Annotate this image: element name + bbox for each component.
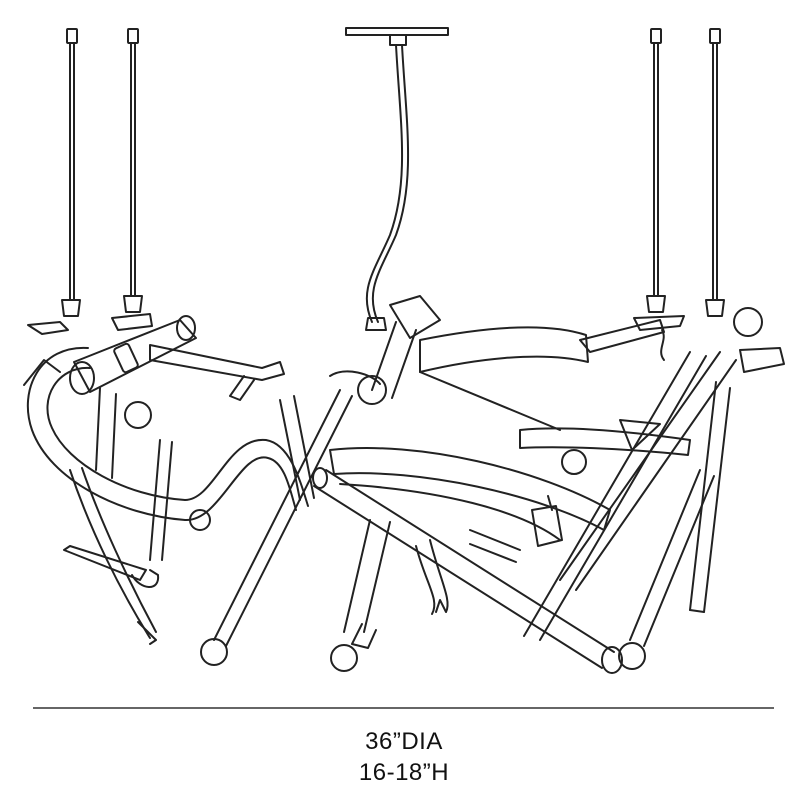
bulb-1 [124,401,152,429]
suspension-cable-1 [27,28,81,335]
bulb-8 [618,642,646,670]
diameter-label: 36”DIA [365,728,443,755]
bulb-3 [357,375,387,405]
right-lower-arm [629,469,715,647]
long-diagonal-tube [312,467,623,674]
height-label: 16-18”H [358,759,450,786]
bulb-5 [733,307,763,337]
central-slanted-tubes [213,389,391,649]
center-canopy [345,27,449,46]
left-upper-fixture [69,315,285,401]
bulb-4 [561,449,587,475]
bulb-7 [330,644,358,672]
suspension-cable-2 [111,28,153,331]
right-frame [519,319,785,641]
right-joint-bracket [469,495,563,563]
left-curved-arm [23,346,309,522]
suspension-cable-4 [705,28,725,317]
bulb-2 [189,509,211,531]
left-struts [63,387,173,645]
bulbs [124,307,763,672]
rear-sling-panel [329,326,611,541]
suspension-cable-3 [633,28,685,361]
central-upper-pipe [329,295,441,399]
bulb-6 [200,638,228,666]
center-cord [365,44,410,331]
lower-center-bracket [415,539,449,615]
